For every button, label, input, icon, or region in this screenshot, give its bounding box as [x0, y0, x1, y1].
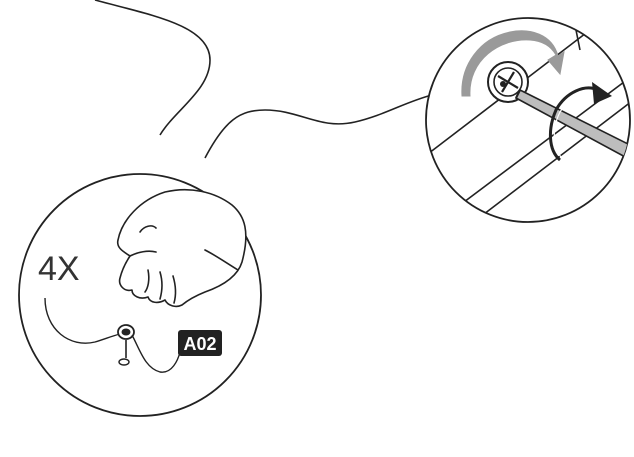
part-leader-line: [131, 334, 181, 373]
part-code-label: A02: [183, 334, 216, 354]
rotate-arrow-top-icon: [461, 30, 565, 97]
quantity-label: 4X: [38, 250, 80, 288]
cam-lock-icon: [117, 324, 135, 366]
quantity-leader-line: [44, 297, 121, 344]
part-code-badge: A02: [178, 330, 222, 356]
left-callout: 4X A02: [18, 173, 262, 417]
connector-line-middle: [204, 94, 433, 159]
right-callout: [425, 17, 631, 223]
connector-line-top: [94, 0, 211, 136]
screwdriver-icon: [514, 88, 630, 167]
hand-icon: [116, 188, 247, 308]
rotate-clockwise-icon: [549, 82, 612, 162]
